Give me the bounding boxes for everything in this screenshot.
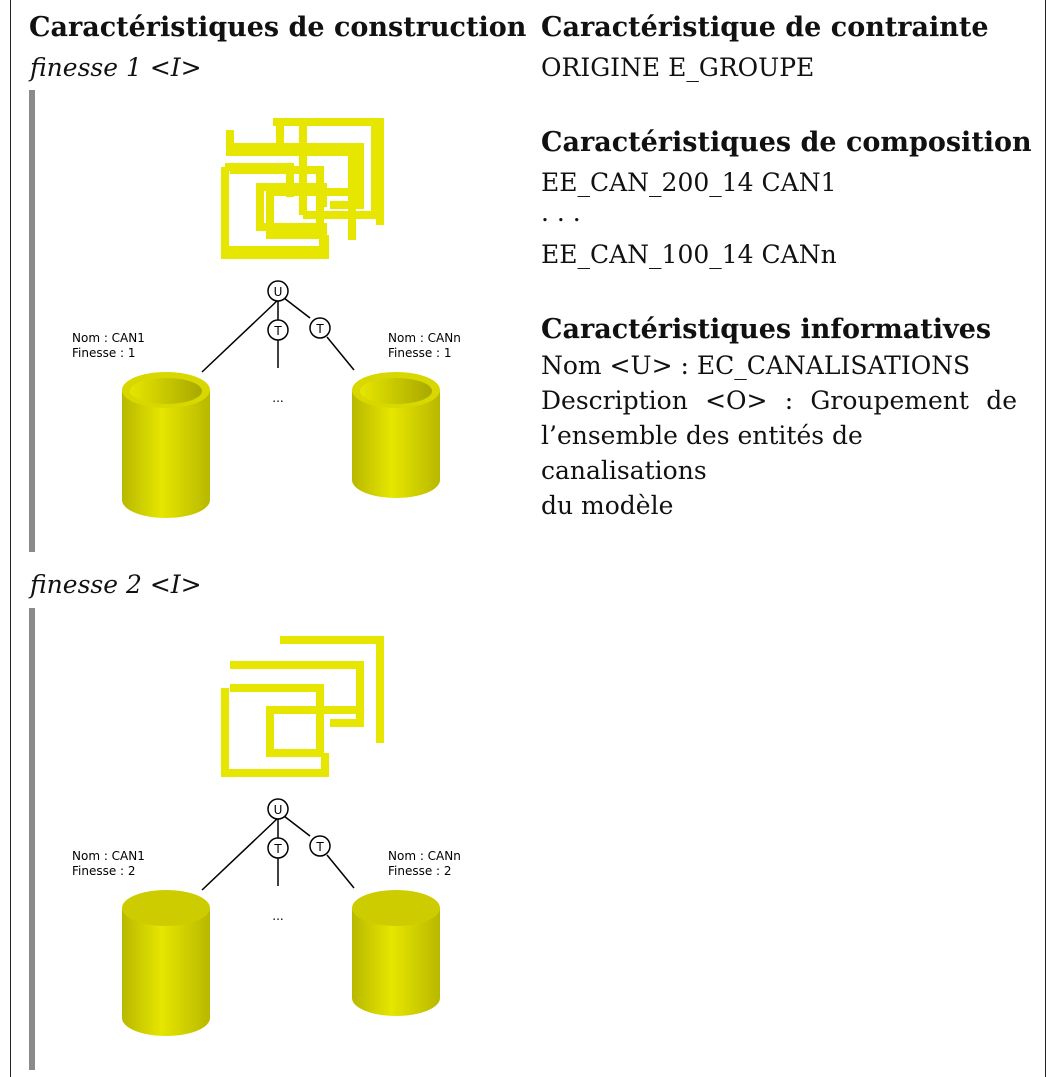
right-finesse-label: Finesse : 2 <box>388 864 452 878</box>
node-child-label: T <box>273 324 282 338</box>
node-u-icon <box>267 798 289 820</box>
info-desc-line3: du modèle <box>541 491 674 520</box>
tree-diagram <box>201 280 355 373</box>
finesse-1-bar <box>29 90 35 552</box>
composition-title: Caractéristiques de composition <box>541 127 1032 158</box>
cylinder-right-icon <box>352 890 440 1016</box>
cylinder-left-icon <box>122 890 210 1036</box>
left-finesse-label: Finesse : 2 <box>72 864 136 878</box>
finesse-1-svg: U T T Nom : CAN1 Finesse : 1 Nom : CANn … <box>72 118 461 518</box>
info-desc-line2: l’ensemble des entités de canalisations <box>541 421 863 485</box>
ellipsis-label: ... <box>272 909 283 923</box>
node-t-icon <box>267 837 289 859</box>
node-t-icon <box>309 835 331 857</box>
node-root-label: U <box>274 285 283 299</box>
group-symbol-icon <box>221 636 384 777</box>
construction-title: Caractéristiques de construction <box>29 12 527 43</box>
composition-last: EE_CAN_100_14 CANn <box>541 240 837 269</box>
tree-diagram <box>201 798 355 891</box>
ellipsis-label: ... <box>272 391 283 405</box>
pipe-left-icon <box>122 372 210 518</box>
finesse-2-bar <box>29 608 35 1070</box>
right-finesse-label: Finesse : 1 <box>388 346 452 360</box>
node-t-icon <box>267 319 289 341</box>
finesse-1-label: finesse 1 <I> <box>30 53 202 82</box>
group-symbol-icon <box>221 118 379 254</box>
node-t-icon <box>309 317 331 339</box>
left-name-label: Nom : CAN1 <box>72 849 145 863</box>
node-child-label: T <box>273 842 282 856</box>
right-name-label: Nom : CANn <box>388 849 461 863</box>
constraint-title: Caractéristique de contrainte <box>541 12 989 43</box>
finesse-1-diagram: U T T Nom : CAN1 Finesse : 1 Nom : CANn … <box>40 90 520 550</box>
node-child-label: T <box>315 840 324 854</box>
right-name-label: Nom : CANn <box>388 331 461 345</box>
finesse-2-svg: U T T Nom : CAN1 Finesse : 2 Nom : CANn … <box>72 636 461 1036</box>
node-child-label: T <box>315 322 324 336</box>
left-name-label: Nom : CAN1 <box>72 331 145 345</box>
node-root-label: U <box>274 803 283 817</box>
constraint-value: ORIGINE E_GROUPE <box>541 53 815 82</box>
composition-dots: . . . <box>541 198 581 227</box>
composition-first: EE_CAN_200_14 CAN1 <box>541 168 837 197</box>
finesse-2-diagram: U T T Nom : CAN1 Finesse : 2 Nom : CANn … <box>40 608 520 1068</box>
frame-left-border <box>10 0 11 1077</box>
info-block: Nom <U> : EC_CANALISATIONS Description <… <box>541 348 1017 523</box>
info-name: Nom <U> : EC_CANALISATIONS <box>541 351 971 380</box>
info-title: Caractéristiques informatives <box>541 314 992 345</box>
finesse-2-label: finesse 2 <I> <box>30 570 202 599</box>
info-desc-line1: Description <O> : Groupement de <box>541 386 1017 415</box>
node-u-icon <box>267 280 289 302</box>
left-finesse-label: Finesse : 1 <box>72 346 136 360</box>
pipe-right-icon <box>352 372 440 498</box>
